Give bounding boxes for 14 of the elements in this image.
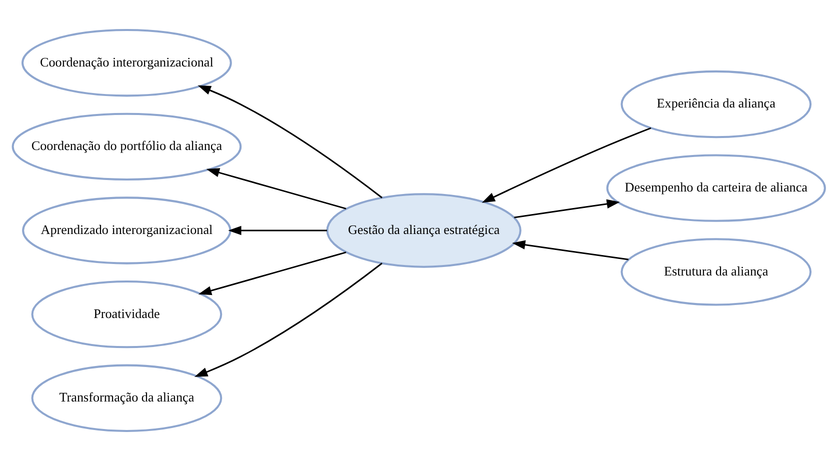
arrow [514, 199, 620, 218]
arrow [198, 85, 382, 198]
node-ellipse: Estrutura da aliança [620, 238, 812, 306]
arrow [198, 252, 346, 296]
node-ellipse: Proatividade [31, 280, 222, 348]
node-ellipse: Experiência da aliança [620, 70, 812, 138]
arrow [228, 226, 327, 236]
arrow [482, 127, 652, 203]
arrow [194, 262, 382, 377]
node-ellipse: Aprendizado interorganizacional [22, 196, 232, 264]
node-ellipse: Coordenação do portfólio da aliança [12, 112, 242, 180]
node-ellipse: Transformação da aliança [31, 364, 222, 432]
arrow [512, 240, 629, 260]
arrow [206, 168, 346, 210]
